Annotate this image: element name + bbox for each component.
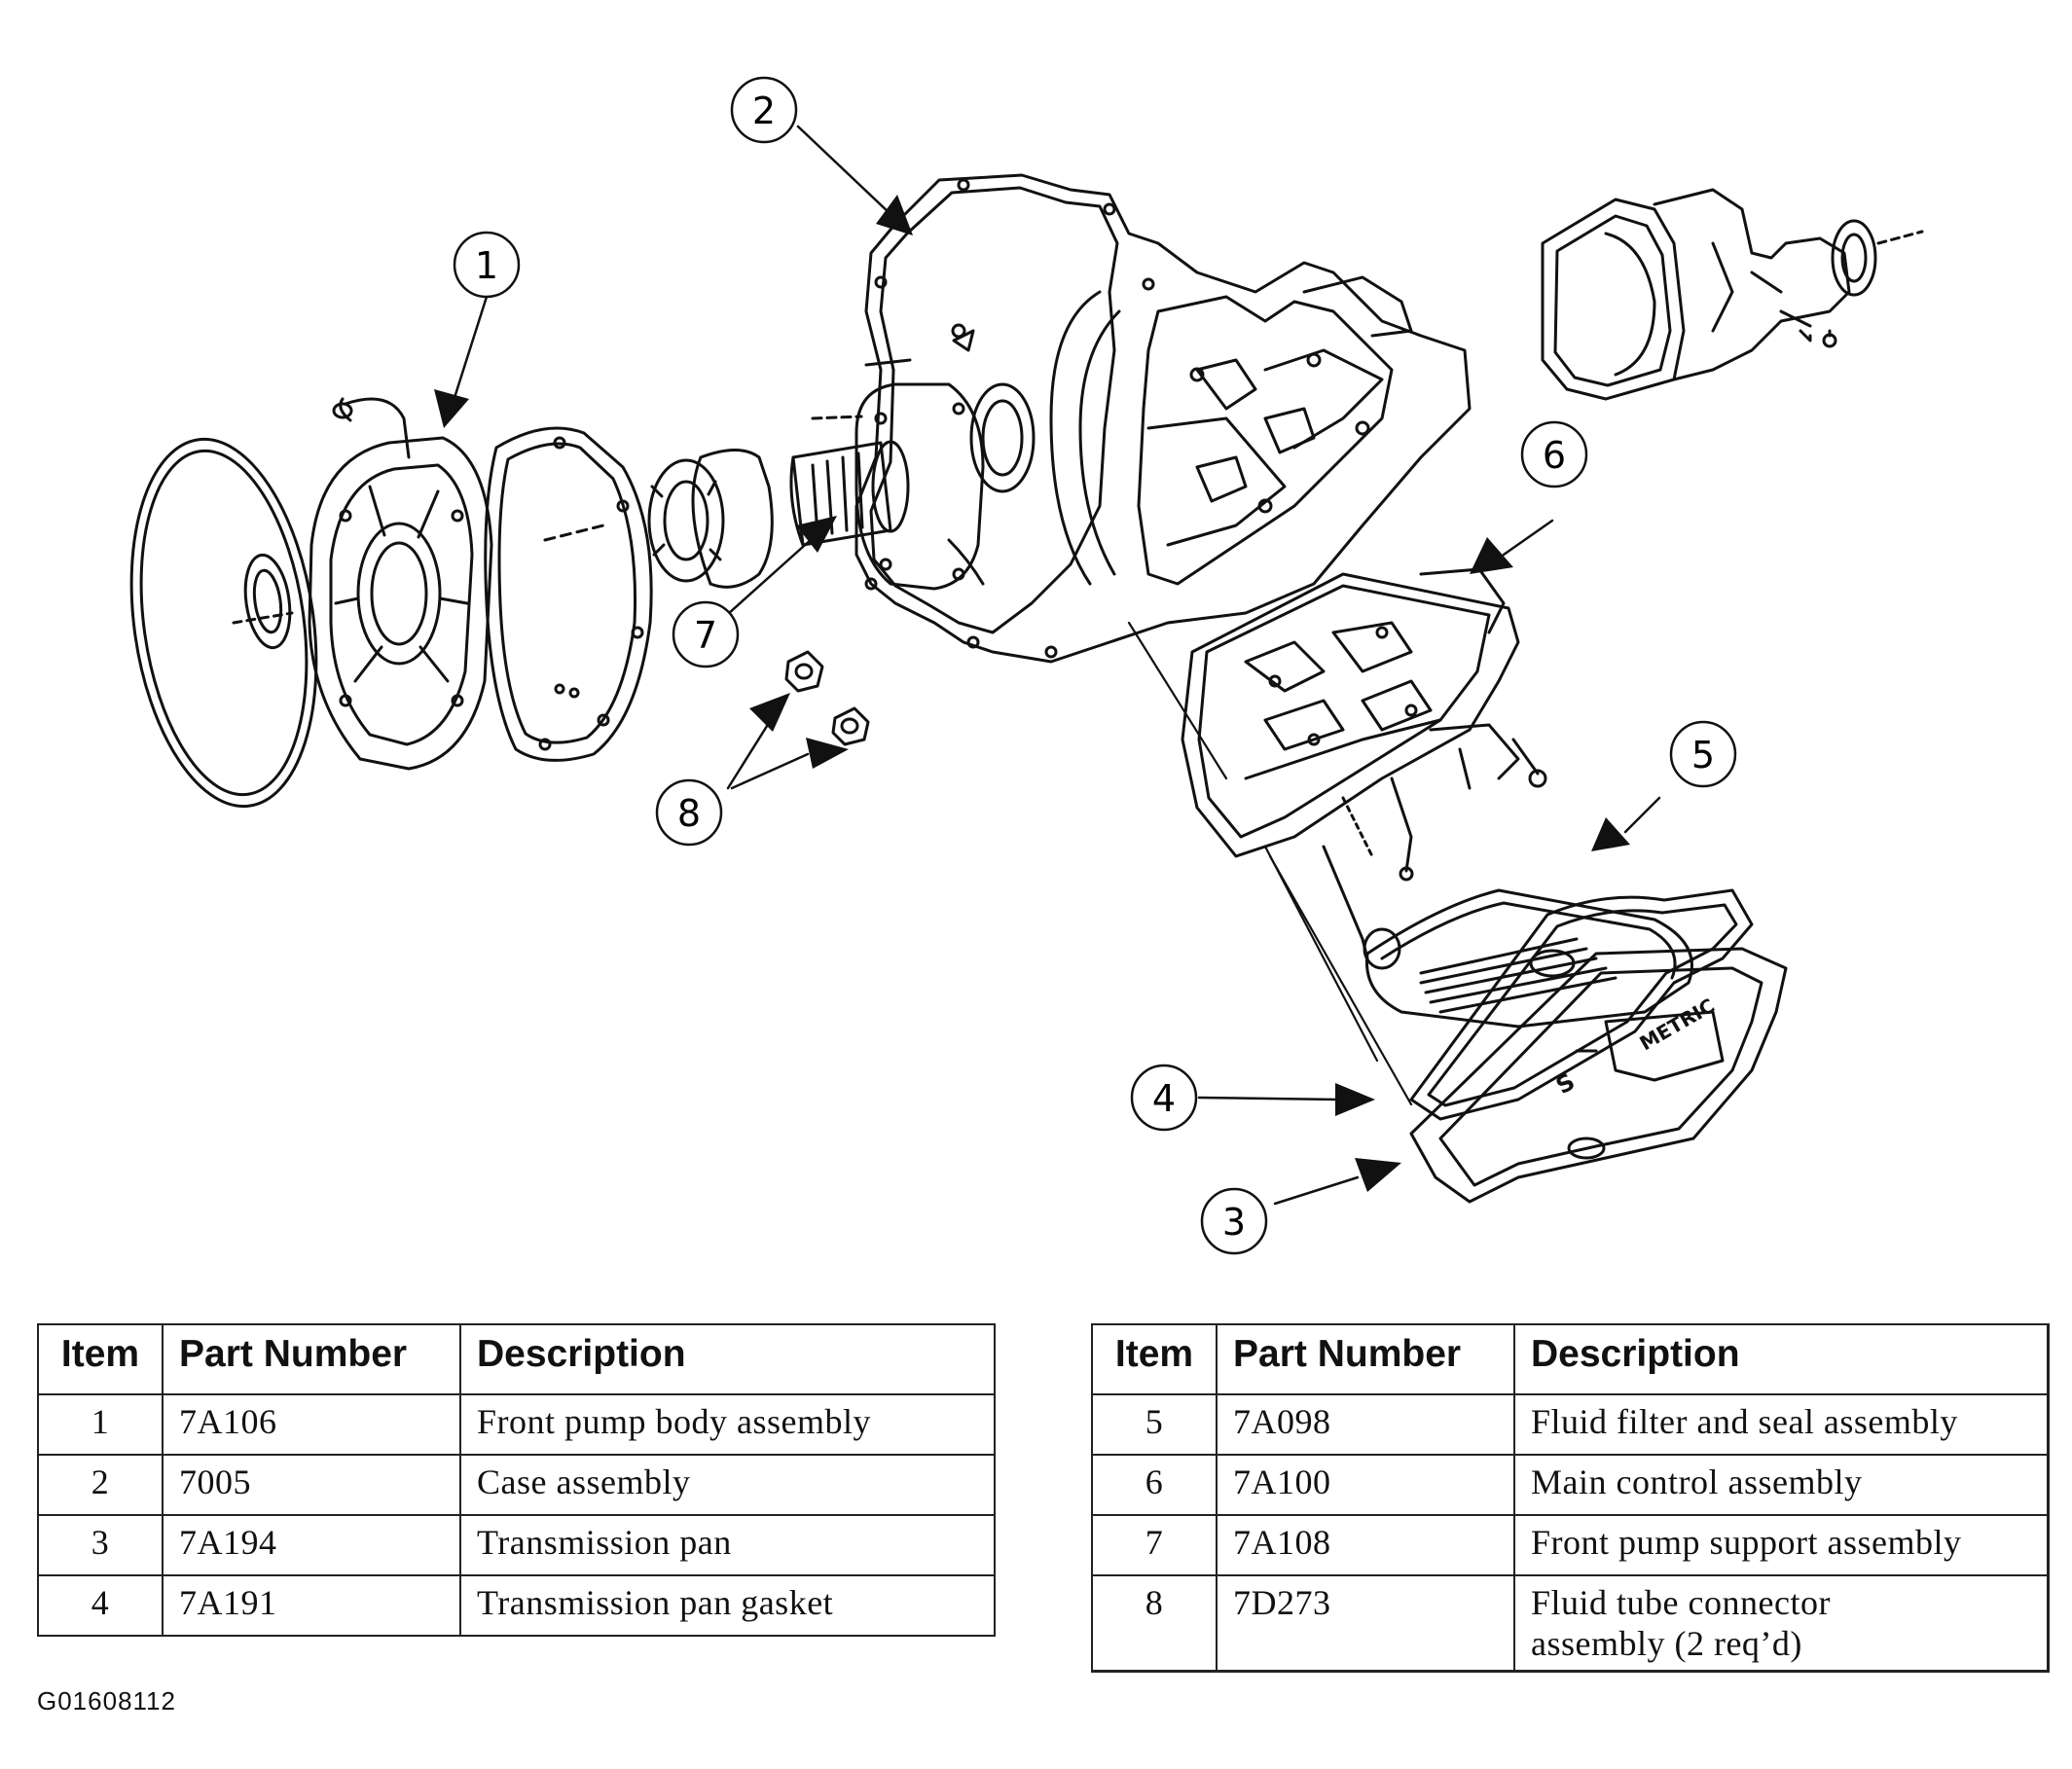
alignment-lines: [1127, 621, 1413, 1106]
transmission-pan: [1409, 947, 1788, 1204]
callout-5: 5: [1669, 720, 1737, 788]
header-description: Description: [459, 1323, 996, 1395]
row-part-number: 7005: [162, 1454, 461, 1516]
callout-4: 4: [1130, 1064, 1198, 1132]
main-control-valve-body: [1181, 567, 1547, 882]
callout-8: 8: [655, 778, 723, 847]
row-item: 2: [37, 1454, 164, 1516]
front-oring-seal: [129, 437, 318, 809]
callout-7: 7: [672, 600, 740, 668]
header-item: Item: [37, 1323, 164, 1395]
row-item: 3: [37, 1514, 164, 1576]
fluid-tube-connectors: [784, 650, 870, 746]
transmission-case: [854, 173, 1472, 664]
pump-gasket: [484, 426, 653, 762]
header-part-number: Part Number: [1216, 1323, 1515, 1395]
table-row: 2 7005 Case assembly: [37, 1454, 996, 1516]
table-row: 1 7A106 Front pump body assembly: [37, 1393, 996, 1456]
parts-table-left: Item Part Number Description 1 7A106 Fro…: [37, 1323, 996, 1637]
svg-text:5: 5: [1691, 734, 1715, 776]
table-row: 6 7A100 Main control assembly: [1091, 1454, 2050, 1516]
transmission-pan-gasket: [1409, 888, 1754, 1121]
table-row: 4 7A191 Transmission pan gasket: [37, 1574, 996, 1637]
table-row: 5 7A098 Fluid filter and seal assembly: [1091, 1393, 2050, 1456]
callout-3: 3: [1200, 1187, 1268, 1255]
row-description-line-1: Fluid tube connector: [1531, 1583, 1831, 1622]
table-row: 3 7A194 Transmission pan: [37, 1514, 996, 1576]
row-part-number: 7A098: [1216, 1393, 1515, 1456]
table-header-row: Item Part Number Description: [37, 1323, 996, 1395]
pan-marking-s: S: [1551, 1067, 1580, 1100]
row-item: 7: [1091, 1514, 1218, 1576]
row-description: Transmission pan gasket: [459, 1574, 996, 1637]
row-description: Main control assembly: [1513, 1454, 2050, 1516]
callout-leaders: [451, 125, 1661, 1206]
svg-text:8: 8: [677, 792, 701, 835]
row-description: Fluid tube connector assembly (2 req’d): [1513, 1574, 2050, 1673]
row-description: Case assembly: [459, 1454, 996, 1516]
row-item: 6: [1091, 1454, 1218, 1516]
front-pump-body: [308, 397, 493, 771]
parts-table-right: Item Part Number Description 5 7A098 Flu…: [1091, 1323, 2050, 1673]
extension-housing: [1541, 188, 1924, 401]
table-row: 8 7D273 Fluid tube connector assembly (2…: [1091, 1574, 2050, 1673]
figure-id: G01608112: [37, 1686, 176, 1715]
fluid-filter: [1322, 845, 1693, 1029]
table-row: 7 7A108 Front pump support assembly: [1091, 1514, 2050, 1576]
row-part-number: 7A106: [162, 1393, 461, 1456]
svg-text:1: 1: [475, 244, 498, 287]
row-item: 5: [1091, 1393, 1218, 1456]
header-item: Item: [1091, 1323, 1218, 1395]
svg-text:6: 6: [1543, 434, 1566, 477]
table-header-row: Item Part Number Description: [1091, 1323, 2050, 1395]
row-part-number: 7A100: [1216, 1454, 1515, 1516]
pan-marking-metric: METRIC: [1636, 993, 1719, 1055]
row-description: Transmission pan: [459, 1514, 996, 1576]
pump-gears: [647, 449, 774, 589]
front-pump-support: [789, 382, 1036, 591]
svg-text:7: 7: [694, 614, 717, 657]
row-description: Fluid filter and seal assembly: [1513, 1393, 2050, 1456]
row-part-number: 7A108: [1216, 1514, 1515, 1576]
row-part-number: 7A194: [162, 1514, 461, 1576]
svg-text:2: 2: [752, 90, 776, 132]
header-description: Description: [1513, 1323, 2050, 1395]
row-item: 1: [37, 1393, 164, 1456]
row-part-number: 7A191: [162, 1574, 461, 1637]
exploded-transmission-diagram: METRIC S 1 2 3 4 5 6 7 8: [129, 76, 1924, 1255]
row-description-line-2: assembly (2 req’d): [1531, 1624, 1802, 1663]
row-description: Front pump body assembly: [459, 1393, 996, 1456]
callout-arrowheads: [434, 195, 1630, 1192]
svg-text:3: 3: [1222, 1201, 1246, 1244]
row-item: 4: [37, 1574, 164, 1637]
row-item: 8: [1091, 1574, 1218, 1673]
svg-text:4: 4: [1152, 1077, 1176, 1120]
row-description: Front pump support assembly: [1513, 1514, 2050, 1576]
callout-6: 6: [1520, 420, 1588, 488]
row-part-number: 7D273: [1216, 1574, 1515, 1673]
header-part-number: Part Number: [162, 1323, 461, 1395]
callout-2: 2: [730, 76, 798, 144]
callout-1: 1: [453, 231, 521, 299]
